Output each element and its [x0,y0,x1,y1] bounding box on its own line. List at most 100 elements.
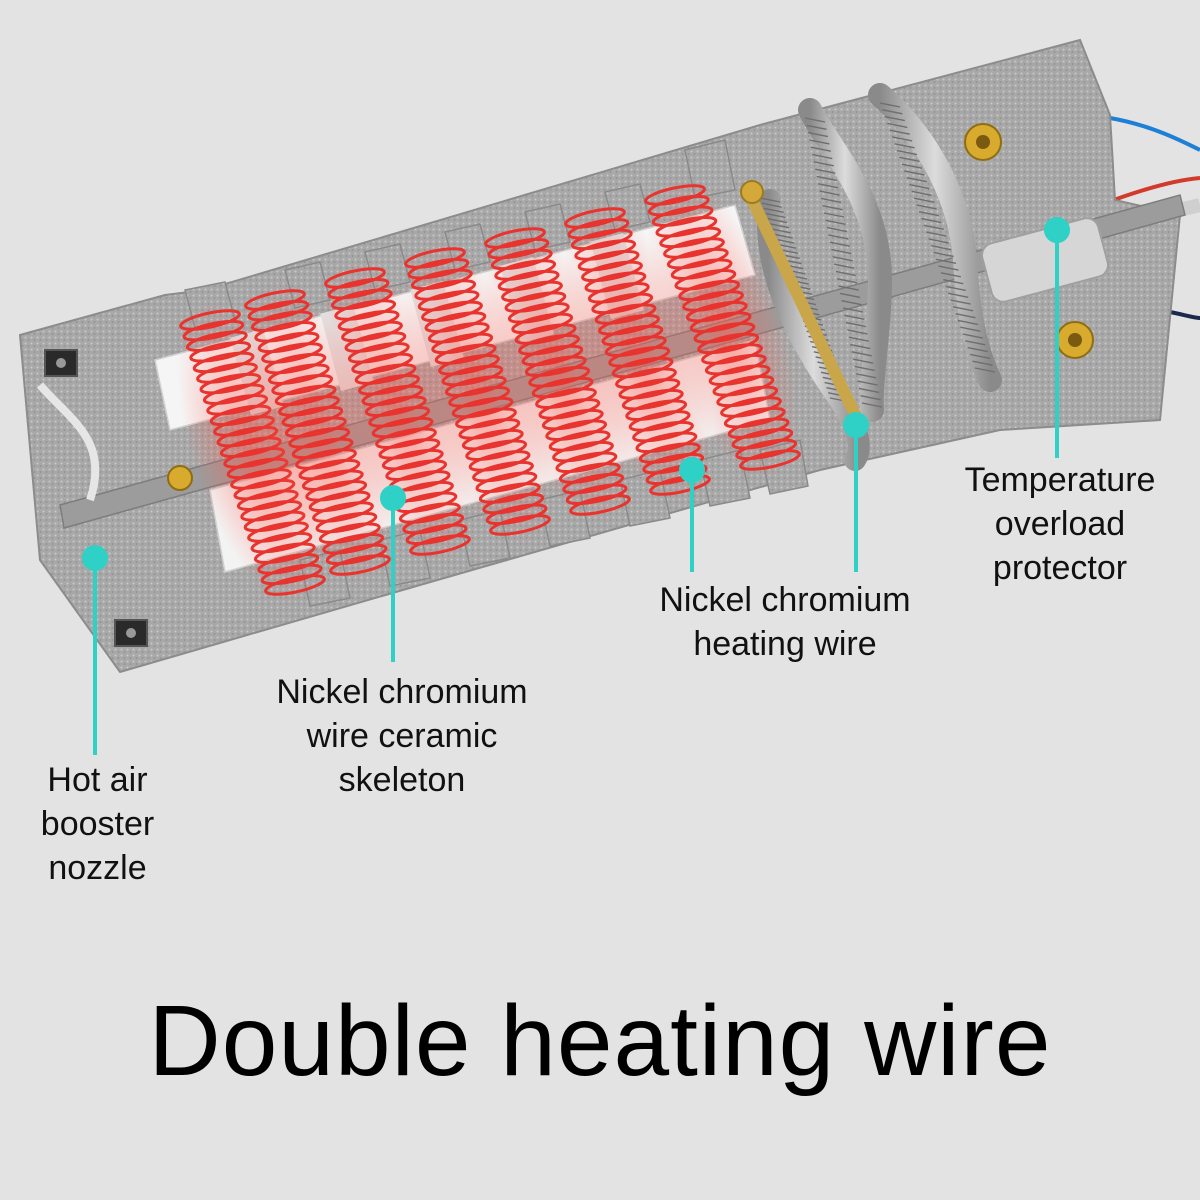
callout-lines [82,217,1070,755]
coil-turn [501,280,563,303]
callout-ceramic-skeleton: Nickel chromium wire ceramic skeleton [232,670,572,802]
spring-ridge [823,212,845,218]
spring-ridge [940,272,962,278]
brass-rivets [167,123,1094,491]
coil-turn [670,258,733,280]
coil-turn [254,321,317,343]
spring-ridge [804,117,826,123]
spring-ridge [887,122,908,129]
callout-text-line: skeleton [338,761,466,799]
spring-ridge [933,251,954,258]
coil-turn [182,319,245,342]
coil-turn [247,299,310,322]
spring-ridge [806,124,827,130]
spring-ridge [889,129,910,135]
callout-dot-protector [1044,217,1070,243]
spring-ridge [918,211,940,217]
spring-ridge [761,202,782,208]
coil-turn [402,512,465,535]
coil-turn [632,420,694,443]
coil-turn [565,483,628,506]
coil-turn [628,410,691,432]
callout-text-line: heating wire [693,625,877,663]
coil-turn [324,267,386,289]
coil-turn [337,309,400,332]
spring-ridge [952,306,974,312]
coil-turn [625,399,688,421]
spring-ridge [911,190,932,197]
coil-turn [621,388,684,411]
spring-ridge [772,233,793,239]
coil-turn [322,533,385,555]
spring-ridge [962,333,983,339]
spring-ridge [896,149,918,156]
coil-turn [260,563,323,586]
spring-ridge [842,307,864,313]
spring-ridge [955,312,976,319]
spring-ridge [931,245,952,251]
spring-ridge [972,360,993,366]
coil-turn [407,257,470,280]
spring-ridge [809,139,830,145]
spring-ridge [909,183,930,190]
coil-turn [594,303,657,325]
coil-turn [410,268,473,291]
coil-turn [704,353,767,376]
coil-turn [552,440,614,463]
coil-turn [484,227,546,249]
spring-ridge [945,285,966,292]
coil-turn [318,522,381,544]
coil-turn [562,472,625,495]
spring-ridge [856,373,877,379]
spring-ridge [892,136,913,142]
coil-turn [494,259,557,281]
spring-ridge [913,197,935,203]
coil-turn [558,462,621,484]
spring-ridge [921,217,942,224]
coil-turn [421,300,483,323]
coil-turn [642,452,705,475]
coil-turn [678,279,741,302]
coil-turn [659,226,722,249]
coil-turn [404,247,466,269]
spring-ridge [935,258,957,264]
coil-turn [244,289,306,311]
coil-turn [555,451,618,474]
coil-turn [666,247,729,270]
spring-ridge [850,343,871,350]
coil-turn [417,289,480,312]
callout-dot-spring [843,412,869,438]
spring-ridge [816,175,837,182]
coil-turn [490,248,553,271]
callout-text-line: protector [992,549,1128,587]
spring-ridge [965,340,986,346]
coil-turn [587,282,650,304]
coil-turn [674,269,737,291]
coil-turn [487,237,550,260]
coil-turn [409,534,471,556]
spring-ridge [847,329,868,335]
coil-turn [261,342,323,364]
coil-turn [574,239,637,261]
coil-turn [405,523,468,546]
spring-ridge [826,226,848,233]
coil-turn [489,514,551,536]
spring-ridge [834,263,855,269]
coil-turn [564,207,626,229]
coil-turn [257,331,320,354]
threaded-rod [739,180,866,428]
coil-turn [739,449,801,471]
spring-ridge [901,163,923,169]
spring-ridge [845,321,867,328]
coil-turn [720,396,782,418]
spring-ridge [916,204,937,210]
spring-ridge [829,241,850,247]
coil-turn [689,311,752,333]
coil-turn [712,375,775,397]
spring-ridge [854,365,875,372]
spring-ridge [950,299,971,305]
coil-turn [315,511,378,534]
callout-dot-skeleton [380,485,406,511]
thermostat [980,217,1110,303]
spring-ridge [969,353,991,360]
